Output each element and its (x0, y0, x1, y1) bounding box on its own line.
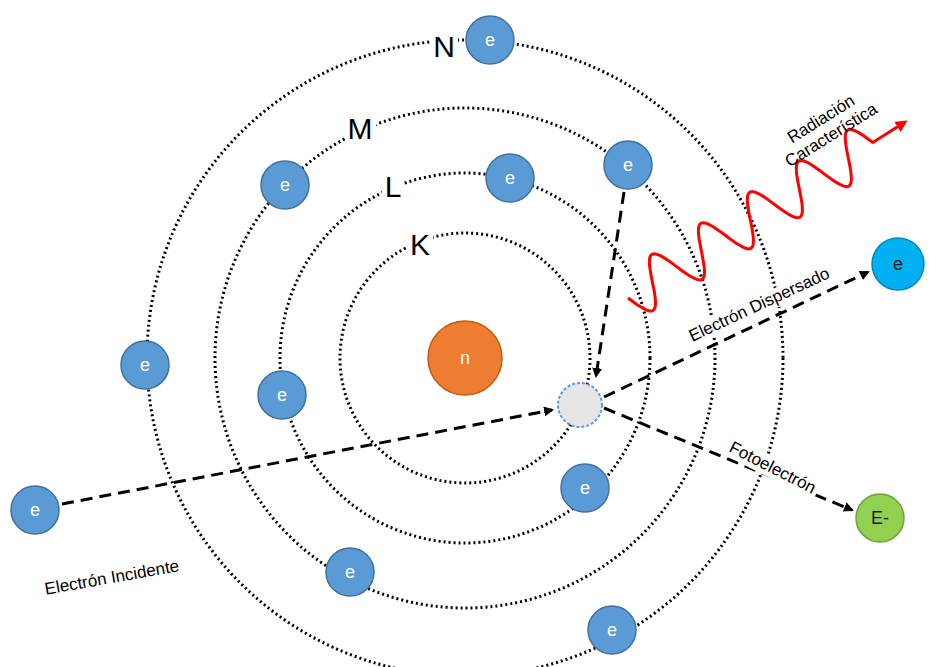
shell-label: K (407, 228, 433, 261)
particle-symbol: e (485, 153, 535, 203)
electron: e (587, 605, 637, 655)
scattered-electron-label: Electrón Dispersado (684, 263, 836, 347)
nucleus-disc (428, 321, 502, 395)
incident-path (62, 410, 552, 504)
particle-symbol: e (260, 160, 310, 210)
incident-electron-disc (11, 486, 59, 534)
electron-shells (147, 40, 783, 667)
electron-disc (588, 606, 636, 654)
photoelectron-disc (856, 494, 904, 542)
radiation-label: Radiación Característica (772, 84, 881, 171)
electron-disc (261, 161, 309, 209)
electron-disc (604, 141, 652, 189)
characteristic-radiation-wave (628, 122, 905, 311)
scattered-electron-disc (872, 238, 924, 290)
electron-disc (561, 464, 609, 512)
incident-electron: e (10, 485, 60, 535)
shell-label: N (430, 30, 458, 63)
particle-symbol: e (871, 237, 925, 291)
particle-symbol: n (427, 320, 503, 396)
photoelectron: E- (855, 493, 905, 543)
electron: e (465, 15, 515, 65)
transition-path (596, 192, 624, 376)
scattered-path (604, 272, 868, 397)
electron-disc (121, 341, 169, 389)
shell-label: M (345, 112, 376, 145)
particle-symbol: e (257, 370, 307, 420)
particle-symbol: e (465, 15, 515, 65)
particle-symbol: e (587, 605, 637, 655)
photoelectron-path (604, 408, 852, 510)
particle-symbol: e (603, 140, 653, 190)
electron: e (120, 340, 170, 390)
electron-disc (326, 548, 374, 596)
particle-symbol: e (120, 340, 170, 390)
photoelectron-label: Fotoelectrón (723, 437, 821, 499)
shell-n (147, 40, 783, 667)
electron-disc (486, 154, 534, 202)
particle-symbol: e (560, 463, 610, 513)
electron: e (257, 370, 307, 420)
nucleus: n (427, 320, 503, 396)
electron: e (260, 160, 310, 210)
particle-symbol: e (10, 485, 60, 535)
shell-l (280, 173, 650, 543)
shell-label: L (382, 170, 405, 203)
particle-symbol: e (325, 547, 375, 597)
electron-disc (258, 371, 306, 419)
incident-electron-label: Electrón Incidente (43, 557, 180, 599)
electron-vacancy (558, 383, 602, 427)
electron: e (560, 463, 610, 513)
electron: e (325, 547, 375, 597)
electron-disc (466, 16, 514, 64)
electron: e (603, 140, 653, 190)
trajectory-arrows (62, 192, 868, 510)
shell-m (215, 108, 715, 608)
electron: e (485, 153, 535, 203)
shell-k (340, 233, 590, 483)
scattered-electron: e (871, 237, 925, 291)
particle-symbol: E- (855, 493, 905, 543)
